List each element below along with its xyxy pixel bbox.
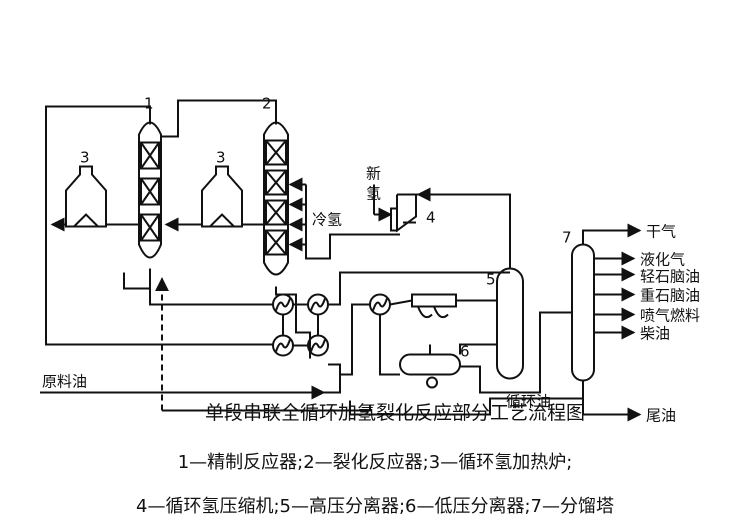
figure-legend-line-1: 1—精制反应器;2—裂化反应器;3—循环氢加热炉; [177,452,573,473]
stream-heavy-naphtha: 重石脑油 [640,287,700,305]
figure-title: 单段串联全循环加氢裂化反应部分工艺流程图 [204,402,585,424]
heat-exchanger-5 [369,293,391,316]
air-cooler [411,293,457,319]
label-heater-3b: 3 [216,149,226,167]
stream-light-naphtha: 轻石脑油 [640,268,700,286]
label-separator-5: 5 [486,271,496,289]
label-reactor-2: 2 [262,95,272,113]
stream-lpg: 液化气 [640,251,685,269]
stream-feed-oil: 原料油 [42,373,87,391]
label-heater-3a: 3 [80,149,90,167]
stream-new-hydrogen-2: 氢 [366,185,381,203]
heat-exchanger-3 [272,334,294,357]
figure-legend-line-2: 4—循环氢压缩机;5—高压分离器;6—低压分离器;7—分馏塔 [136,496,614,517]
label-compressor-4: 4 [426,209,436,227]
refining-reactor-1 [138,114,162,259]
stream-new-hydrogen-1: 新 [366,165,381,183]
label-reactor-1: 1 [144,95,154,113]
label-separator-6: 6 [460,343,470,361]
process-lines [40,99,642,422]
recycle-hydrogen-compressor-4 [390,193,417,233]
cracking-reactor-2 [263,114,289,276]
stream-tail-oil: 尾油 [646,407,676,425]
label-fractionator-7: 7 [562,229,572,247]
stream-cold-hydrogen: 冷氢 [312,211,342,229]
recycle-hydrogen-heater-3b [201,165,243,228]
stream-jet-fuel: 喷气燃料 [640,307,700,325]
recycle-hydrogen-heater-3a [65,165,107,228]
stream-dry-gas: 干气 [646,223,676,241]
low-pressure-separator-6 [399,353,461,389]
fractionator-7 [571,243,595,382]
heat-exchanger-1 [272,293,294,316]
high-pressure-separator-5 [496,267,524,380]
heat-exchanger-2 [307,293,329,316]
stream-recycle-oil: 循环油 [506,393,551,411]
stream-diesel: 柴油 [640,325,670,343]
